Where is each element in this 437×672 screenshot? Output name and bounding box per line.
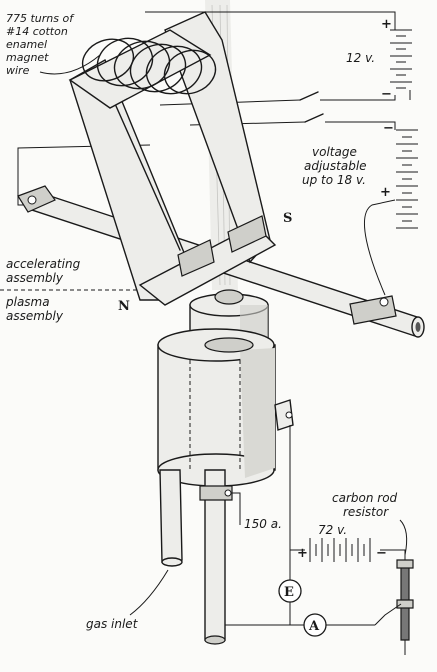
battery-12v-plus: + xyxy=(381,17,392,32)
accelerating-label-1: accelerating xyxy=(6,257,81,271)
cathode-rod xyxy=(199,469,233,645)
current-label: 150 a. xyxy=(244,517,282,531)
pole-n xyxy=(177,239,215,277)
left-clamp xyxy=(17,185,56,213)
svg-text:magnet: magnet xyxy=(6,51,49,64)
switch-1 xyxy=(299,91,319,101)
gas-inlet-tube xyxy=(159,469,183,567)
carbon-rod-resistor: carbon rod resistor xyxy=(332,491,414,641)
adjustable-label-1: voltage xyxy=(312,145,357,159)
svg-text:gas inlet: gas inlet xyxy=(86,617,139,631)
battery-72v-minus: − xyxy=(376,546,387,561)
carbon-label-1: carbon rod xyxy=(332,491,398,505)
plasma-label-1: plasma xyxy=(5,295,50,309)
ammeter: A xyxy=(303,613,327,637)
battery-12v: + − 12 v. xyxy=(346,17,412,102)
magnet-coil xyxy=(81,37,217,95)
pole-n-label: N xyxy=(118,299,130,314)
battery-72v-plus: + xyxy=(297,546,308,561)
pole-s xyxy=(227,215,267,253)
magnet-yoke xyxy=(68,11,277,306)
battery-12v-label: 12 v. xyxy=(346,51,375,65)
accelerating-label-2: assembly xyxy=(6,271,64,285)
voltmeter-label: E xyxy=(284,585,294,600)
circuit-wires-top xyxy=(17,11,411,296)
pole-s-label: S xyxy=(283,211,292,226)
svg-text:775 turns of: 775 turns of xyxy=(6,12,75,25)
svg-text:wire: wire xyxy=(6,64,30,77)
svg-text:enamel: enamel xyxy=(6,38,47,51)
adjustable-label-2: adjustable xyxy=(304,159,367,173)
battery-adjustable: − + voltage adjustable up to 18 v. xyxy=(302,121,418,229)
battery-72v-label: 72 v. xyxy=(318,523,347,537)
voltmeter: E xyxy=(278,579,302,603)
battery-72v: + − 72 v. xyxy=(297,523,387,562)
battery-adj-minus: − xyxy=(383,121,394,136)
plasma-chamber xyxy=(157,328,294,487)
battery-adj-plus: + xyxy=(380,185,391,200)
battery-12v-minus: − xyxy=(381,87,392,102)
adjustable-label-3: up to 18 v. xyxy=(302,173,366,187)
carbon-label-2: resistor xyxy=(343,505,389,519)
coil-label: 775 turns of #14 cotton enamel magnet wi… xyxy=(6,12,101,77)
switch-2 xyxy=(304,113,324,123)
cathode-clamp xyxy=(199,485,233,501)
ammeter-label: A xyxy=(308,619,320,634)
svg-text:#14 cotton: #14 cotton xyxy=(6,25,68,38)
gas-inlet-label: gas inlet xyxy=(86,569,169,631)
plasma-label-2: assembly xyxy=(6,309,64,323)
